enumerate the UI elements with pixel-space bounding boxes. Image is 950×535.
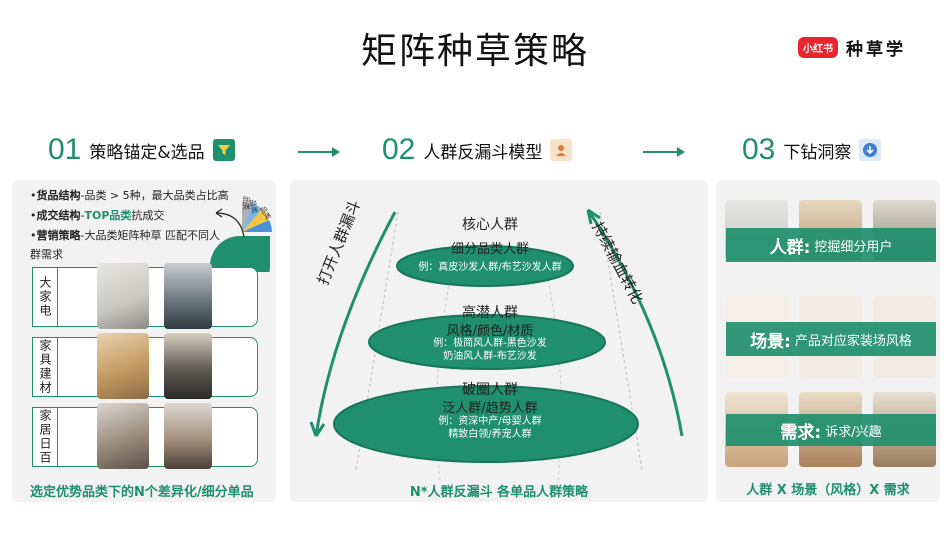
tier-ellipse-core bbox=[396, 245, 574, 287]
pie-slice bbox=[242, 209, 269, 232]
step-2-header: 02 人群反漏斗模型 bbox=[382, 132, 573, 168]
down-arrow-icon bbox=[859, 139, 882, 161]
category-label: 家居日百 bbox=[32, 407, 58, 467]
pie-slice bbox=[242, 220, 272, 232]
category-label: 大家电 bbox=[32, 267, 58, 327]
right-funnel-arrow bbox=[586, 209, 684, 437]
step-number: 02 bbox=[382, 133, 416, 166]
brand-text: 种草学 bbox=[846, 39, 906, 60]
panel1-footer: 选定优势品类下的N个差异化/细分单品 bbox=[30, 485, 254, 500]
tier-breakout-title: 破圈人群 bbox=[462, 382, 518, 398]
category-pie-chart: 品类 品类 品类 bbox=[210, 196, 273, 272]
pie-slice bbox=[242, 201, 252, 232]
brand-badge: 小红书 bbox=[798, 36, 838, 58]
step-label: 下钻洞察 bbox=[783, 142, 852, 163]
pie-label: 品类 bbox=[242, 196, 251, 210]
step-label: 人群反漏斗模型 bbox=[423, 142, 543, 163]
tier-potential-title: 高潜人群 bbox=[462, 305, 518, 321]
tier-core-subtitle: 细分品类人群 bbox=[450, 242, 529, 257]
tier-ellipse-potential bbox=[368, 314, 606, 370]
funnel-diagram bbox=[309, 208, 684, 481]
product-photo bbox=[97, 333, 149, 399]
tier-potential-example: 奶油风人群-布艺沙发 bbox=[443, 351, 537, 362]
tier-core-example: 例：真皮沙发人群/布艺沙发人群 bbox=[418, 262, 562, 273]
tier-breakout-subtitle: 泛人群/趋势人群 bbox=[442, 401, 538, 416]
tier-breakout-example: 例：资深中产/母婴人群 bbox=[438, 416, 542, 427]
insight-band-scene: 场景:产品对应家装场风格 bbox=[726, 322, 936, 356]
tier-potential-subtitle: 风格/颜色/材质 bbox=[446, 324, 534, 339]
step-1-header: 01 策略锚定&选品 bbox=[48, 132, 235, 168]
product-photo bbox=[164, 263, 212, 329]
bullet-marketing: •营销策略-大品类矩阵种草 匹配不同人 bbox=[30, 229, 220, 242]
pie-slice bbox=[242, 203, 262, 232]
pie-slice bbox=[210, 236, 270, 272]
bullet-goods-structure: •货品结构-品类 > 5种，最大品类占比高 bbox=[30, 189, 229, 202]
category-label: 家具建材 bbox=[32, 337, 58, 397]
panel3-footer: 人群 X 场景（风格）X 需求 bbox=[746, 483, 910, 498]
tier-breakout-example: 精致白领/养宠人群 bbox=[448, 429, 532, 440]
insight-band-people: 人群:挖掘细分用户 bbox=[726, 228, 936, 262]
product-photo bbox=[97, 403, 149, 469]
left-funnel-arrow bbox=[314, 211, 397, 437]
step-number: 01 bbox=[48, 133, 82, 166]
tier-core-title: 核心人群 bbox=[462, 217, 518, 233]
product-photo bbox=[164, 403, 212, 469]
bullet-deal-structure: •成交结构-TOP品类抗成交 bbox=[30, 209, 165, 222]
brand-logo: 小红书 种草学 bbox=[798, 36, 906, 60]
insight-band-needs: 需求:诉求/兴趣 bbox=[726, 414, 936, 446]
page-title: 矩阵种草策略 bbox=[360, 31, 589, 72]
flow-arrow bbox=[643, 147, 685, 157]
panel2-footer: N*人群反漏斗 各单品人群策略 bbox=[409, 485, 589, 500]
step-3-header: 03 下钻洞察 bbox=[742, 132, 882, 168]
bullet-marketing-wrap: 群需求 bbox=[30, 248, 63, 261]
step-label: 策略锚定&选品 bbox=[89, 142, 205, 163]
step-number: 03 bbox=[742, 133, 776, 166]
pie-label: 品类 bbox=[248, 199, 259, 214]
product-photo bbox=[164, 333, 212, 399]
pointer-arrow bbox=[215, 208, 245, 238]
funnel-icon bbox=[212, 139, 235, 161]
tier-potential-example: 例：极简风人群-黑色沙发 bbox=[433, 338, 547, 349]
tier-ellipse-breakout bbox=[333, 385, 639, 463]
person-icon bbox=[550, 139, 573, 161]
flow-arrow bbox=[298, 147, 340, 157]
product-photo bbox=[97, 263, 149, 329]
